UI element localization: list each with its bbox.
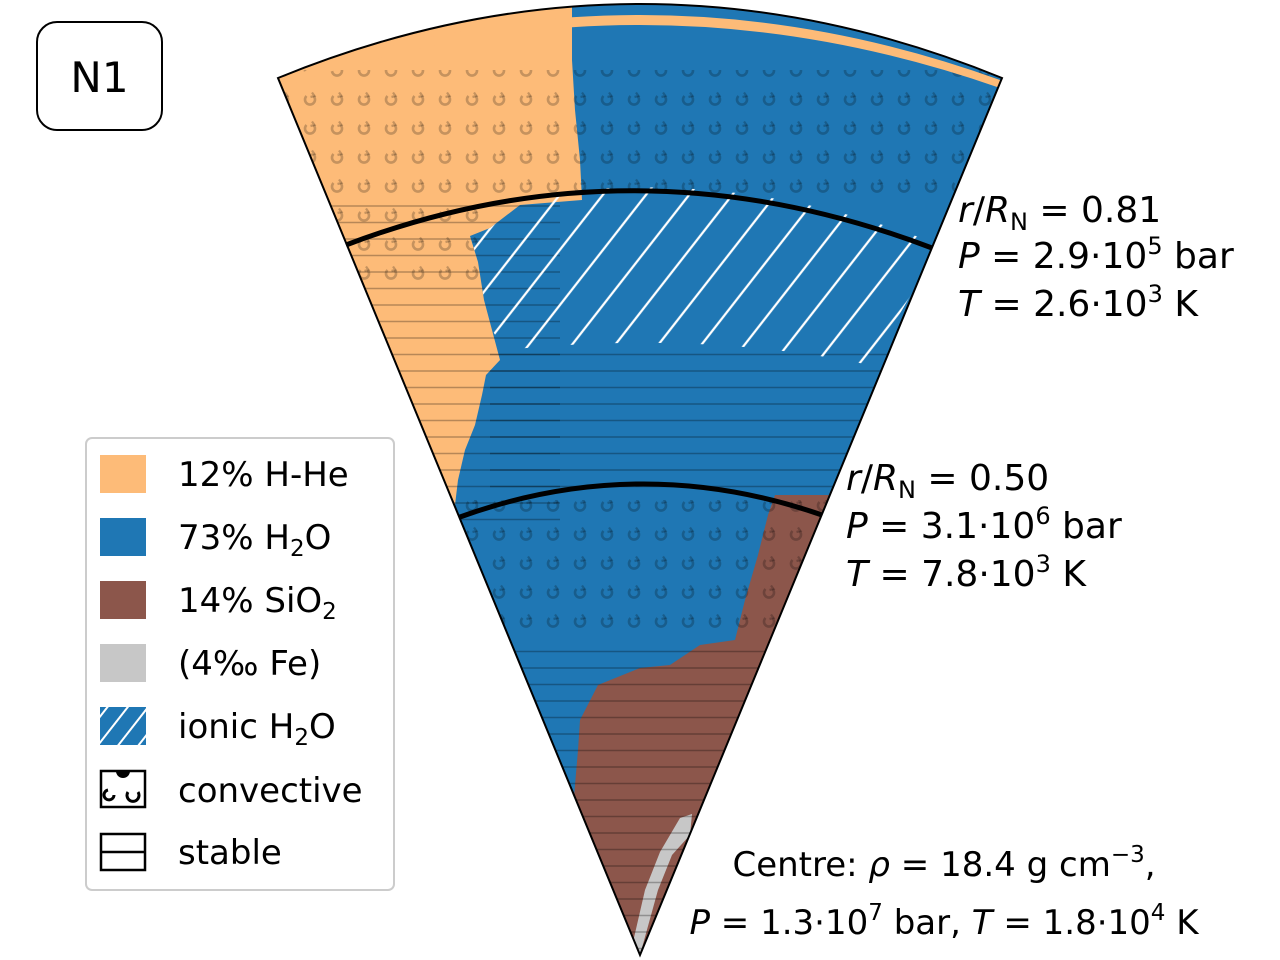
legend-label-convective: convective [178,771,363,811]
atmosphere-band [280,15,1000,88]
legend-label-rock: 14% SiO2 [178,581,337,625]
legend-label-stable: stable [178,833,282,873]
centre-density: Centre: ρ = 18.4 g cm−3, [732,842,1155,885]
legend-label-hhe: 12% H-He [178,455,349,495]
boundary-annotation-081: r/RN = 0.81 P = 2.9·105 bar T = 2.6·103 … [958,190,1234,325]
wedge-outline [276,3,1004,958]
centre-pressure-temperature: P = 1.3·107 bar, T = 1.8·104 K [689,900,1200,943]
legend-swatch-water [100,518,146,556]
boundary-050-radius: r/RN = 0.50 [846,458,1049,504]
panel-label-box [36,21,163,131]
boundary-arc-050 [459,481,823,520]
boundary-050-pressure: P = 3.1·106 bar [846,502,1122,547]
boundary-081-temperature: T = 2.6·103 K [958,280,1199,325]
legend-swatch-stable [99,832,147,872]
legend-swatch-rock [100,581,146,619]
legend-swatch-ionic [100,707,146,745]
legend-box [85,437,395,891]
boundary-081-radius: r/RN = 0.81 [958,190,1161,236]
legend-swatch-convective [99,769,147,809]
ionic-water-zone [470,187,940,365]
legend-label-ionic: ionic H2O [178,707,336,751]
centre-annotation: Centre: ρ = 18.4 g cm−3, P = 1.3·107 bar… [689,842,1200,943]
boundary-arc-081 [345,188,933,251]
panel-label: N1 [70,53,128,102]
legend-swatch-hhe [100,455,146,493]
legend-label-iron: (4‰ Fe) [178,644,321,684]
legend-label-water: 73% H2O [178,518,331,562]
boundary-annotation-050: r/RN = 0.50 P = 3.1·106 bar T = 7.8·103 … [846,458,1122,595]
legend: 12% H-He 73% H2O 14% SiO2 (4‰ Fe) ionic … [85,437,395,891]
boundary-050-temperature: T = 7.8·103 K [846,550,1087,595]
legend-swatch-iron [100,644,146,682]
boundary-081-pressure: P = 2.9·105 bar [958,232,1234,277]
